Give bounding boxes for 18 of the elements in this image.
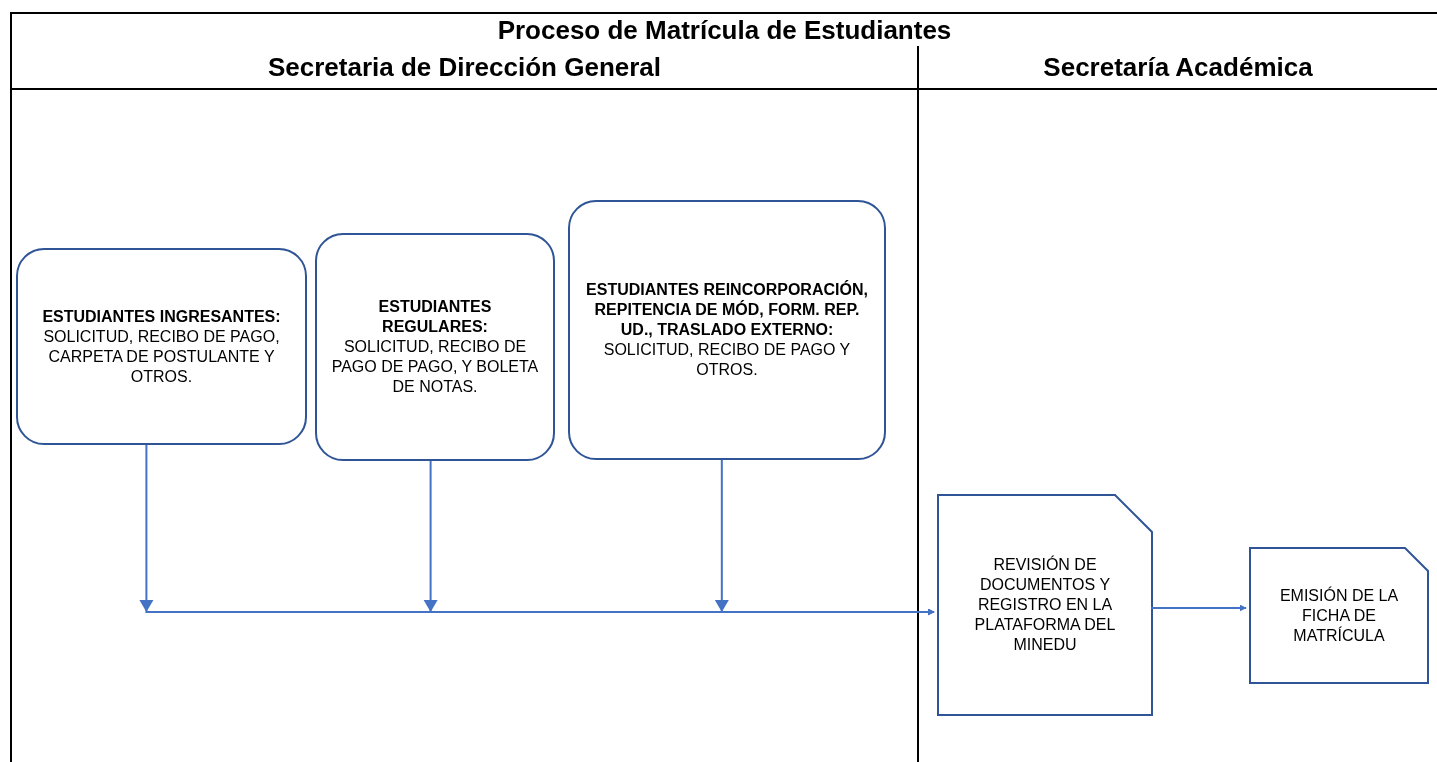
process-box bbox=[16, 248, 307, 445]
swimlane bbox=[10, 46, 917, 762]
document-shape bbox=[937, 494, 1153, 716]
document-shape bbox=[1249, 547, 1429, 684]
process-box bbox=[568, 200, 886, 460]
diagram-title: Proceso de Matrícula de Estudiantes bbox=[497, 17, 952, 43]
process-box bbox=[315, 233, 555, 461]
box-text: REVISIÓN DE DOCUMENTOS Y REGISTRO EN LA PLATAFORMA DEL MINEDU bbox=[973, 555, 1117, 655]
box-text: SOLICITUD, RECIBO DE PAGO Y OTROS. bbox=[602, 340, 852, 380]
lane-header: Secretaria de Dirección General bbox=[267, 54, 662, 80]
box-text: SOLICITUD, RECIBO DE PAGO, CARPETA DE POSTULANTE Y OTROS. bbox=[42, 326, 281, 387]
swimlane bbox=[917, 46, 1437, 762]
box-heading: ESTUDIANTES INGRESANTES: bbox=[42, 306, 281, 327]
lane-header: Secretaría Académica bbox=[1043, 54, 1313, 80]
box-heading: ESTUDIANTES REINCORPORACIÓN, REPITENCIA DE MÓD, FORM. REP. UD., TRASLADO EXTERNO: bbox=[585, 280, 869, 340]
box-text: SOLICITUD, RECIBO DE PAGO DE PAGO, Y BOLETA DE NOTAS. bbox=[330, 337, 540, 397]
box-heading: ESTUDIANTES REGULARES: bbox=[377, 297, 493, 337]
box-text: EMISIÓN DE LA FICHA DE MATRÍCULA bbox=[1278, 585, 1400, 646]
